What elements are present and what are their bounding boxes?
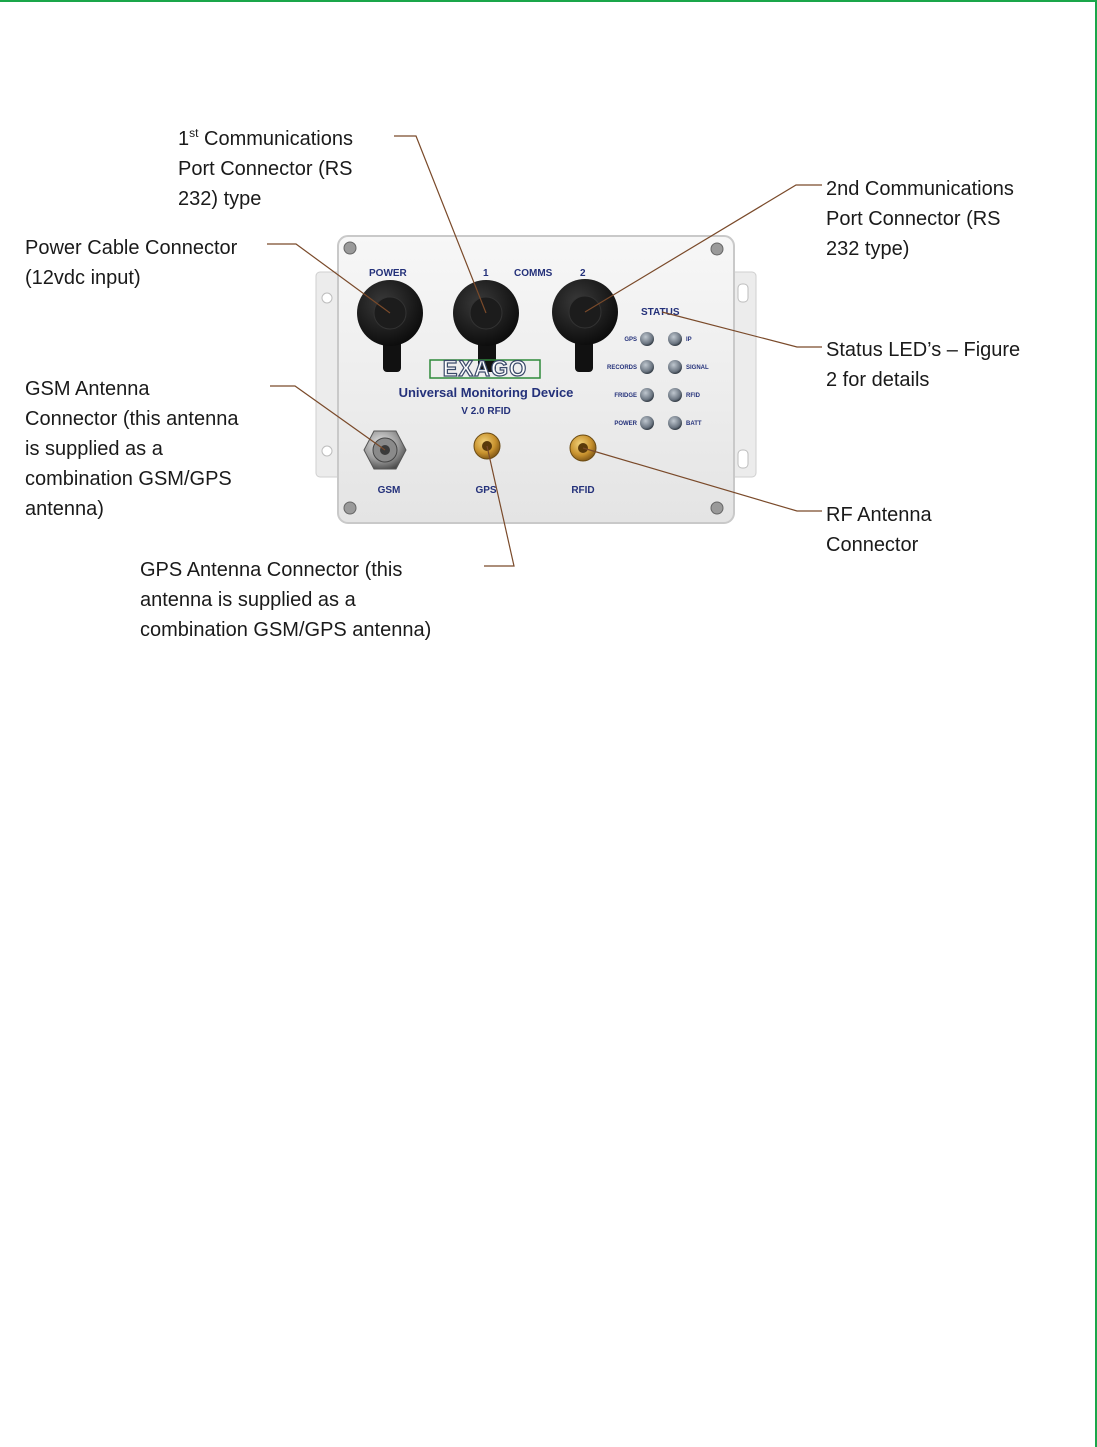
callout-gsm: GSM Antenna Connector (this antenna is s…: [25, 378, 239, 520]
led-label-power: POWER: [614, 421, 637, 427]
callout-rf: RF Antenna Connector: [826, 504, 932, 556]
led-batt: [668, 416, 682, 430]
led-label-gps: GPS: [624, 337, 637, 343]
led-label-rfid: RFID: [686, 393, 701, 399]
comms2-port-label: 2: [580, 268, 586, 279]
callout-gps: GPS Antenna Connector (this antenna is s…: [140, 559, 432, 641]
callout-comms2: 2nd Communications Port Connector (RS 23…: [826, 178, 1014, 260]
callout-power: Power Cable Connector (12vdc input): [25, 237, 238, 289]
led-power: [640, 416, 654, 430]
power-port-label: POWER: [369, 268, 408, 279]
led-ip: [668, 332, 682, 346]
status-led-panel: GPS IP RECORDS SIGNAL FRIDGE RFID POWER …: [607, 332, 709, 430]
led-rfid: [668, 388, 682, 402]
callout-comms1: 1st Communications Port Connector (RS 23…: [178, 124, 353, 214]
leader-lines: [267, 135, 822, 567]
led-fridge: [640, 388, 654, 402]
logo-text: EXAGO: [443, 356, 527, 381]
exago-logo: EXAGO: [429, 355, 541, 382]
callout-comms1-text: Communications Port Connector (RS 232) t…: [178, 128, 353, 210]
leader-line-rf: [582, 447, 822, 512]
callout-comms1-superscript: st: [189, 126, 199, 140]
corner-screws: [343, 241, 724, 515]
led-signal: [668, 360, 682, 374]
leader-line-comms1: [394, 135, 487, 314]
page-frame-top: [0, 0, 1097, 2]
comms-port-label: COMMS: [514, 268, 553, 279]
leader-line-status: [661, 311, 822, 348]
device-name: Universal Monitoring Device: [399, 385, 574, 400]
leader-line-gps: [484, 445, 515, 567]
leader-line-gsm: [270, 385, 386, 451]
led-gps: [640, 332, 654, 346]
rfid-label: RFID: [571, 485, 594, 496]
device-version: V 2.0 RFID: [461, 406, 510, 417]
led-label-ip: IP: [686, 337, 692, 343]
led-records: [640, 360, 654, 374]
led-label-records: RECORDS: [607, 365, 637, 371]
callout-status: Status LED’s – Figure 2 for details: [826, 339, 1021, 391]
leader-line-comms2: [584, 184, 822, 313]
led-label-fridge: FRIDGE: [614, 393, 637, 399]
led-label-signal: SIGNAL: [686, 365, 709, 371]
comms1-port-label: 1: [483, 268, 489, 279]
led-label-batt: BATT: [686, 421, 702, 427]
gsm-label: GSM: [378, 485, 401, 496]
device-enclosure: [337, 235, 735, 524]
callout-comms1-number: 1: [178, 128, 190, 150]
leader-line-power: [267, 243, 391, 314]
status-title: STATUS: [641, 307, 680, 318]
page-frame-right: [1095, 0, 1097, 1447]
gps-label: GPS: [475, 485, 496, 496]
